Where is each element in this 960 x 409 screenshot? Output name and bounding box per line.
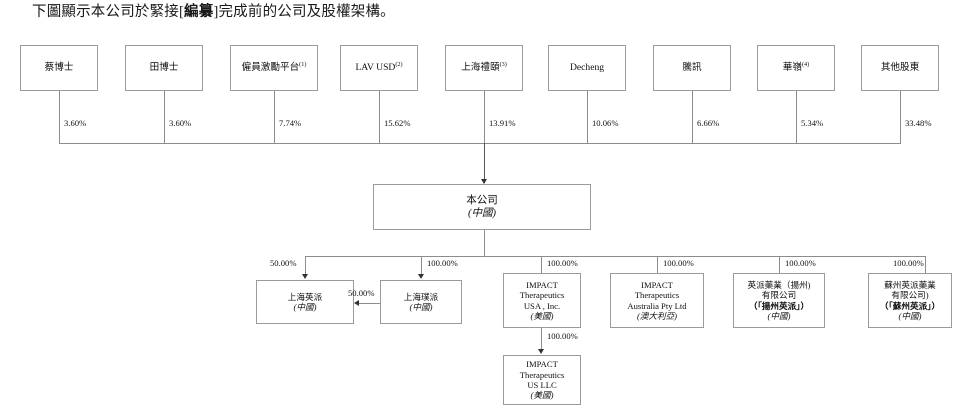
shareholder-label: 騰訊: [682, 62, 702, 74]
subsidiary-box-shanghai-yingpai[interactable]: 上海英派 (中國): [256, 280, 354, 324]
subsidiary-bus-line: [305, 256, 925, 257]
shareholder-label: Decheng: [569, 62, 605, 74]
subsidiary-box-impact-australia[interactable]: IMPACT Therapeutics Australia Pty Ltd (澳…: [610, 273, 704, 328]
subsidiary-jurisdiction: (中國): [767, 310, 791, 321]
subsidiary-box-impact-usa[interactable]: IMPACT Therapeutics USA , Inc. (美國): [503, 273, 581, 328]
connector-shareholder-7: [796, 91, 797, 143]
subsidiary-jurisdiction: (美國): [530, 310, 554, 321]
connector-shareholder-0: [59, 91, 60, 143]
arrow-subsidiary-1-icon: [418, 274, 424, 279]
connector-shareholder-4: [484, 91, 485, 143]
percent-cross-link: 50.00%: [348, 288, 375, 298]
percent-shareholder-4: 13.91%: [489, 118, 516, 128]
subsidiary-line: 蘇州英派藥業: [884, 279, 936, 290]
subsidiary-line: IMPACT: [641, 279, 673, 290]
subsidiary-short-name: （「蘇州英派」）: [879, 300, 941, 311]
shareholder-box-5[interactable]: Decheng: [548, 45, 626, 91]
shareholder-label: 田博士: [149, 62, 179, 74]
subsidiary-line: 上海璞派: [403, 291, 439, 302]
shareholder-bus-line: [59, 143, 901, 144]
percent-shareholder-5: 10.06%: [592, 118, 619, 128]
connector-bus-to-company: [484, 143, 485, 183]
shareholder-label: LAV USD(2): [355, 61, 403, 74]
cross-link-arrow-icon: [354, 300, 359, 306]
subsidiary-line: IMPACT: [526, 359, 558, 370]
percent-shareholder-1: 3.60%: [169, 118, 192, 128]
subsidiary-box-yangzhou-yingpai[interactable]: 英派藥業（揚州) 有限公司 （「揚州英派」） (中國): [733, 273, 825, 328]
connector-subsidiary-1: [421, 256, 422, 276]
subsidiary-jurisdiction: (澳大利亞): [636, 310, 678, 321]
subsidiary-box-impact-us-llc[interactable]: IMPACT Therapeutics US LLC (美國): [503, 355, 581, 405]
company-jurisdiction: (中國): [468, 208, 496, 219]
subsidiary-line: US LLC: [527, 380, 557, 390]
connector-shareholder-6: [692, 91, 693, 143]
percent-shareholder-6: 6.66%: [697, 118, 720, 128]
page-title: 下圖顯示本公司於緊接[編纂]完成前的公司及股權架構。: [32, 2, 395, 22]
subsidiary-line: 上海英派: [287, 291, 323, 302]
subsidiary-jurisdiction: (美國): [530, 390, 554, 401]
company-box[interactable]: 本公司 (中國): [373, 184, 591, 230]
caption-after: ]完成前的公司及股權架構。: [213, 4, 395, 20]
percent-shareholder-7: 5.34%: [801, 118, 824, 128]
subsidiary-box-suzhou-yingpai[interactable]: 蘇州英派藥業 有限公司) （「蘇州英派」） (中國): [868, 273, 952, 328]
subsidiary-line: USA , Inc.: [523, 300, 561, 311]
percent-subsidiary-2: 100.00%: [547, 258, 578, 268]
shareholder-box-6[interactable]: 騰訊: [653, 45, 731, 91]
arrow-subsidiary-0-icon: [302, 274, 308, 279]
percent-leaf: 100.00%: [547, 331, 578, 341]
connector-shareholder-5: [587, 91, 588, 143]
subsidiary-short-name: （「揚州英派」）: [748, 300, 810, 311]
connector-subsidiary-0: [305, 256, 306, 276]
shareholder-label: 上海禮頤(3): [461, 61, 507, 74]
percent-subsidiary-5: 100.00%: [893, 258, 924, 268]
arrow-to-company-icon: [481, 179, 487, 184]
shareholder-label: 僱員激勵平台(1): [241, 61, 307, 74]
connector-company-to-bus: [484, 230, 485, 256]
subsidiary-jurisdiction: (中國): [293, 302, 317, 312]
subsidiary-jurisdiction: (中國): [898, 310, 922, 321]
subsidiary-line: IMPACT: [526, 279, 558, 290]
arrow-leaf-icon: [538, 349, 544, 354]
cross-link-line: [359, 303, 380, 304]
connector-subsidiary-2: [541, 256, 542, 276]
caption-bold: 編纂: [184, 4, 214, 20]
connector-shareholder-8: [900, 91, 901, 143]
subsidiary-line: 有限公司): [891, 290, 929, 301]
shareholder-box-2[interactable]: 僱員激勵平台(1): [230, 45, 318, 91]
percent-subsidiary-1: 100.00%: [427, 258, 458, 268]
connector-subsidiary-4: [779, 256, 780, 276]
shareholder-box-7[interactable]: 華嶺(4): [757, 45, 835, 91]
shareholder-label: 華嶺(4): [782, 61, 810, 74]
shareholder-box-8[interactable]: 其他股東: [861, 45, 939, 91]
connector-subsidiary-3: [657, 256, 658, 276]
percent-shareholder-2: 7.74%: [279, 118, 302, 128]
caption-before: 下圖顯示本公司於緊接[: [32, 4, 185, 20]
subsidiary-line: Therapeutics: [519, 369, 565, 380]
percent-shareholder-3: 15.62%: [384, 118, 411, 128]
subsidiary-line: Therapeutics: [519, 290, 565, 301]
connector-impact-usa-to-leaf: [541, 328, 542, 351]
connector-shareholder-2: [274, 91, 275, 143]
subsidiary-jurisdiction: (中國): [409, 302, 433, 312]
subsidiary-line: 有限公司: [761, 290, 797, 301]
percent-subsidiary-0: 50.00%: [270, 258, 297, 268]
shareholder-label: 蔡博士: [44, 62, 74, 74]
percent-subsidiary-4: 100.00%: [785, 258, 816, 268]
shareholder-box-1[interactable]: 田博士: [125, 45, 203, 91]
connector-shareholder-3: [379, 91, 380, 143]
shareholder-box-0[interactable]: 蔡博士: [20, 45, 98, 91]
shareholder-box-4[interactable]: 上海禮頤(3): [445, 45, 523, 91]
percent-subsidiary-3: 100.00%: [663, 258, 694, 268]
subsidiary-line: 英派藥業（揚州): [747, 279, 811, 290]
shareholder-box-3[interactable]: LAV USD(2): [340, 45, 418, 91]
connector-subsidiary-5: [925, 256, 926, 276]
shareholder-label: 其他股東: [880, 62, 920, 74]
subsidiary-box-shanghai-yingpai-2[interactable]: 上海璞派 (中國): [380, 280, 462, 324]
percent-shareholder-8: 33.48%: [905, 118, 932, 128]
connector-shareholder-1: [164, 91, 165, 143]
percent-shareholder-0: 3.60%: [64, 118, 87, 128]
subsidiary-line: Therapeutics: [634, 290, 680, 301]
company-name: 本公司: [466, 195, 498, 206]
subsidiary-line: Australia Pty Ltd: [627, 300, 687, 311]
